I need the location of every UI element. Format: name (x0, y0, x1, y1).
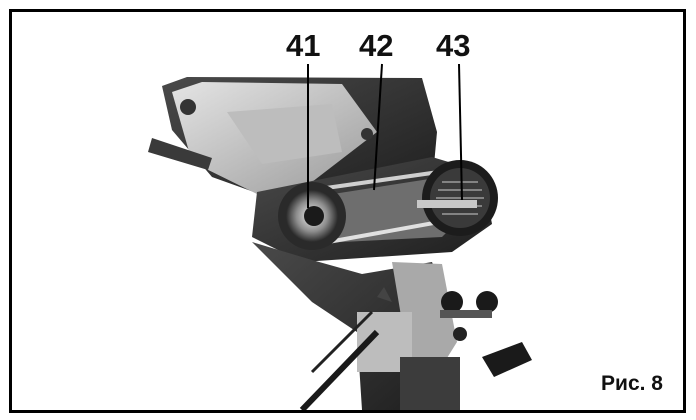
figure-caption: Рис. 8 (601, 372, 663, 395)
callout-41: 41 (286, 28, 321, 63)
leader-lines (307, 63, 463, 208)
callout-42: 42 (359, 28, 394, 63)
figure-frame: 41 42 43 Рис. 8 (9, 9, 686, 413)
callout-43: 43 (436, 28, 471, 63)
leader-42 (373, 63, 383, 191)
machine-photo (148, 77, 532, 410)
leader-43 (458, 63, 463, 201)
